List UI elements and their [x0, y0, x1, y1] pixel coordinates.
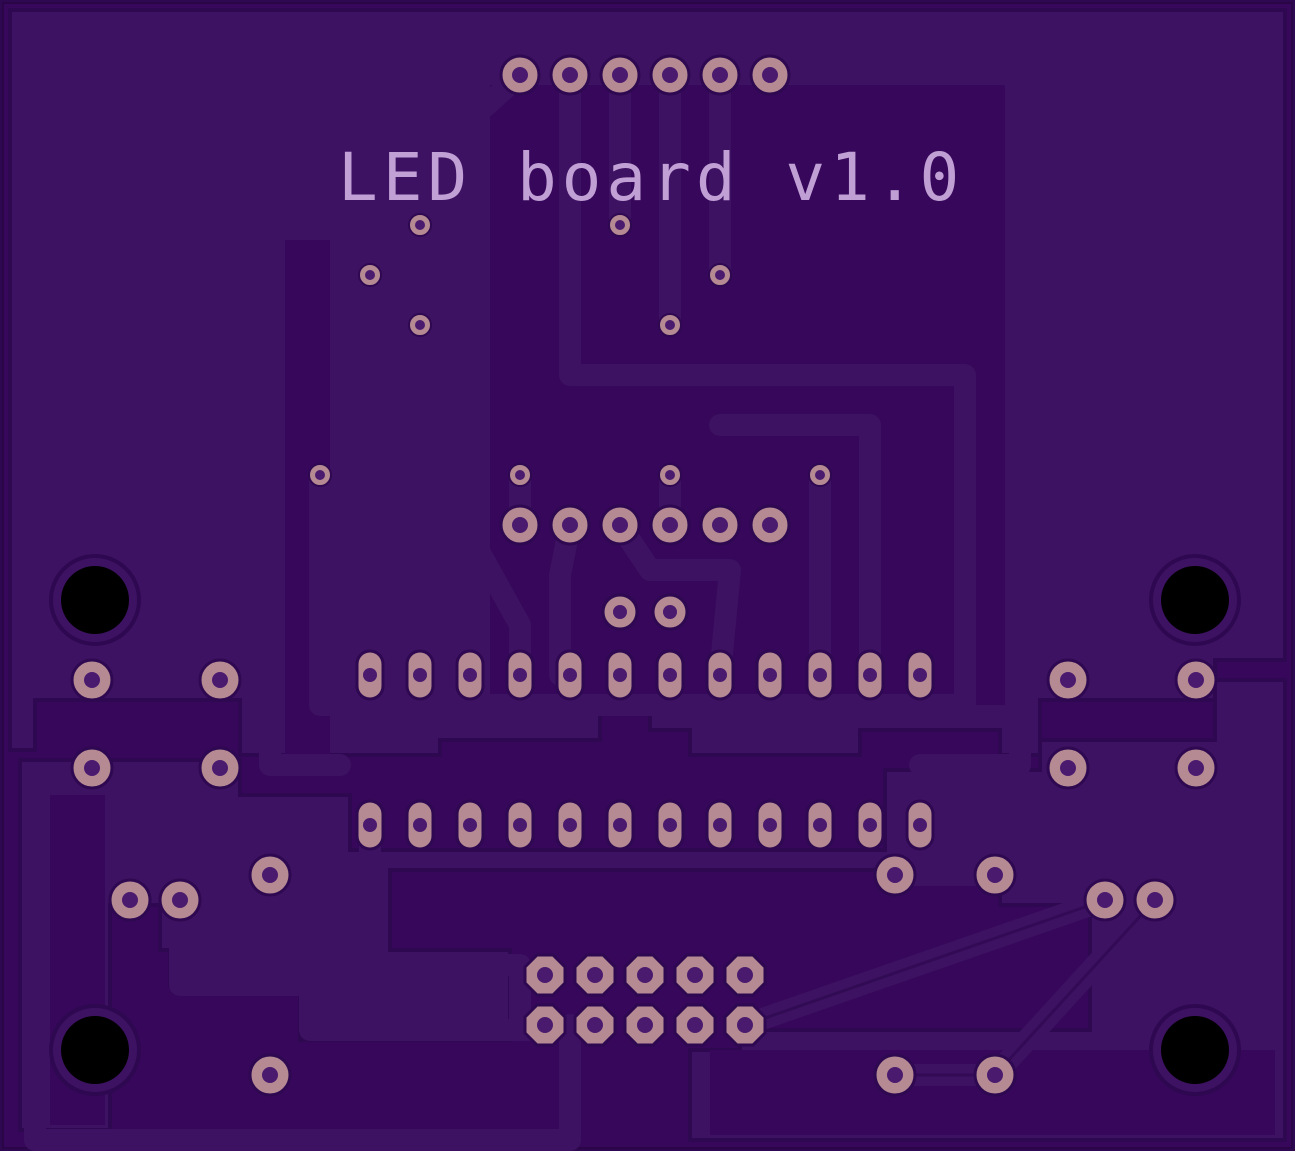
pour-cutouts — [50, 85, 1275, 1135]
pad-drills — [84, 67, 1204, 1083]
vias — [308, 213, 832, 487]
via-drills — [315, 220, 825, 480]
silkscreen-title: LED board v1.0 — [338, 139, 965, 216]
mounting-holes — [49, 554, 1241, 1096]
